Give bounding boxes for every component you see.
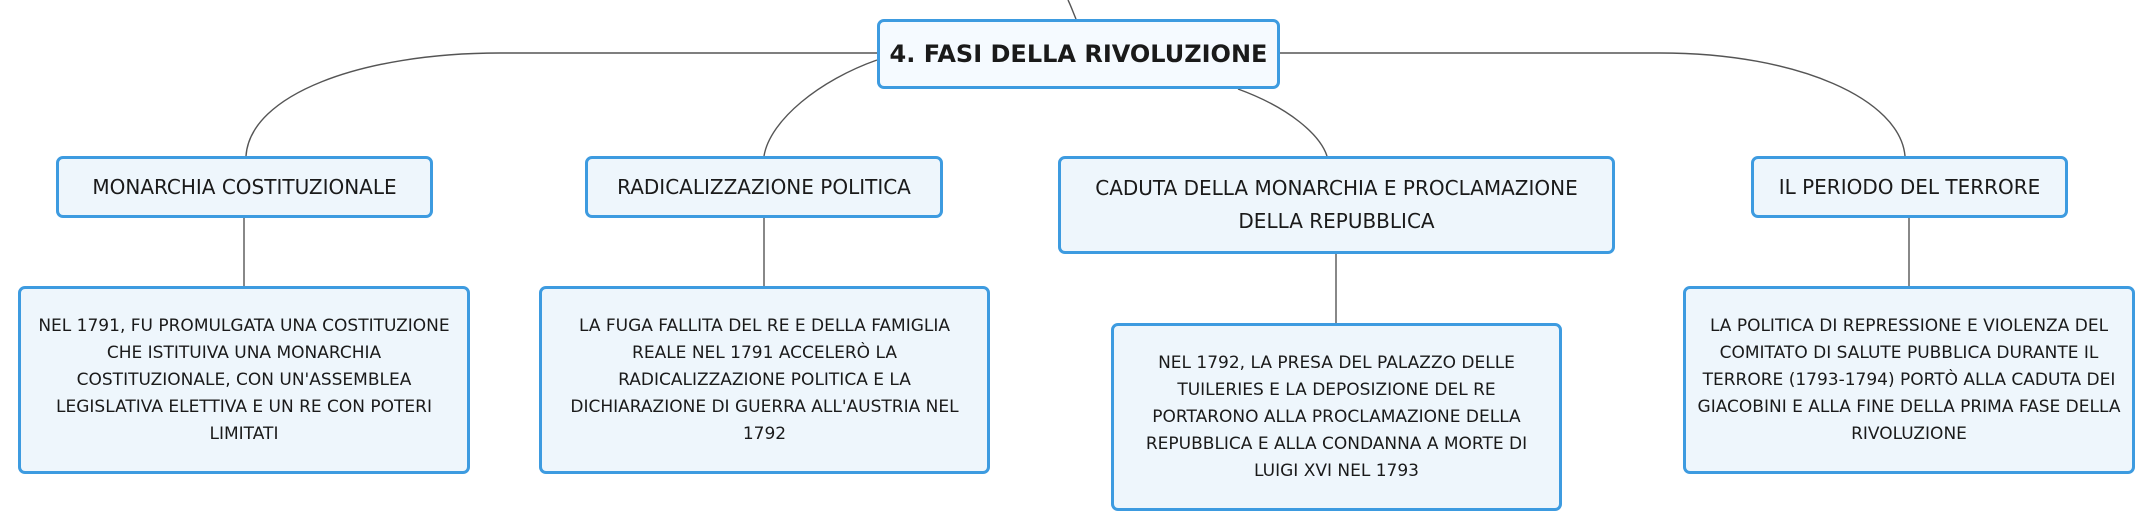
connector-root-incoming	[1067, 0, 1077, 20]
detail-node-text: NEL 1792, LA PRESA DEL PALAZZO DELLE TUI…	[1145, 352, 1528, 481]
branch-node-label: CADUTA DELLA MONARCHIA E PROCLAMAZIONE D…	[1095, 176, 1578, 233]
branch-node-monarchia-costituzionale[interactable]: MONARCHIA COSTITUZIONALE	[56, 156, 433, 218]
root-node-label: 4. FASI DELLA RIVOLUZIONE	[889, 40, 1268, 68]
branch-node-label: MONARCHIA COSTITUZIONALE	[92, 174, 397, 199]
detail-node-monarchia-costituzionale[interactable]: NEL 1791, FU PROMULGATA UNA COSTITUZIONE…	[18, 286, 470, 474]
detail-node-periodo-del-terrore[interactable]: LA POLITICA DI REPRESSIONE E VIOLENZA DE…	[1683, 286, 2135, 474]
root-node[interactable]: 4. FASI DELLA RIVOLUZIONE	[877, 19, 1280, 89]
connector-root-branch-3	[1237, 88, 1328, 157]
detail-node-text: LA FUGA FALLITA DEL RE E DELLA FAMIGLIA …	[570, 315, 959, 444]
detail-node-radicalizzazione-politica[interactable]: LA FUGA FALLITA DEL RE E DELLA FAMIGLIA …	[539, 286, 990, 474]
branch-node-label: RADICALIZZAZIONE POLITICA	[617, 174, 911, 199]
connector-root-branch-1	[245, 52, 877, 157]
detail-node-caduta-della-monarchia[interactable]: NEL 1792, LA PRESA DEL PALAZZO DELLE TUI…	[1111, 323, 1562, 511]
detail-node-text: NEL 1791, FU PROMULGATA UNA COSTITUZIONE…	[38, 315, 450, 444]
branch-node-caduta-della-monarchia[interactable]: CADUTA DELLA MONARCHIA E PROCLAMAZIONE D…	[1058, 156, 1615, 254]
connector-root-branch-2	[763, 59, 878, 157]
connector-root-branch-4	[1280, 52, 1906, 157]
branch-node-label: IL PERIODO DEL TERRORE	[1778, 174, 2041, 199]
branch-node-radicalizzazione-politica[interactable]: RADICALIZZAZIONE POLITICA	[585, 156, 943, 218]
detail-node-text: LA POLITICA DI REPRESSIONE E VIOLENZA DE…	[1697, 315, 2121, 444]
branch-node-periodo-del-terrore[interactable]: IL PERIODO DEL TERRORE	[1751, 156, 2068, 218]
